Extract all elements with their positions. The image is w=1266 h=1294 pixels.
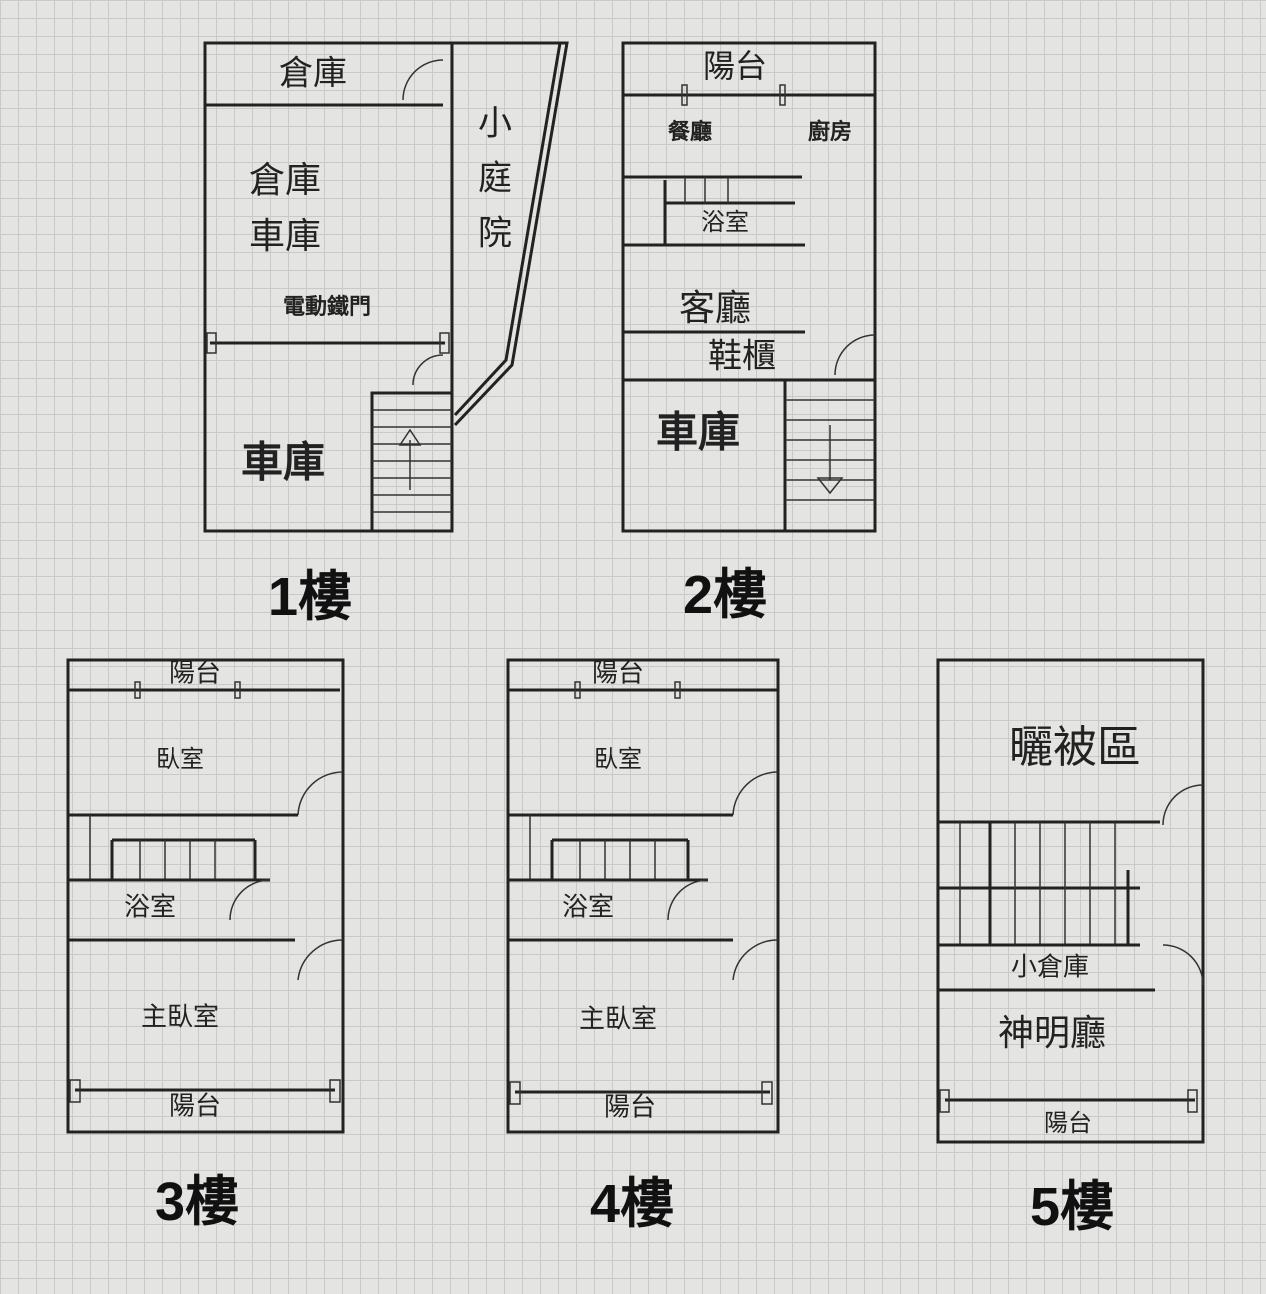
room-label: 小: [478, 104, 512, 144]
room-label: 臥室: [156, 745, 204, 773]
room-label: 小倉庫: [1011, 953, 1089, 983]
room-label: 陽台: [604, 1093, 656, 1123]
room-label: 院: [478, 214, 512, 254]
room-label: 廚房: [808, 119, 852, 145]
floor-label: 3樓: [155, 1172, 239, 1232]
floor-1-plan: 倉庫 倉庫 車庫 電動鐵門 車庫 小 庭 院 1樓: [203, 41, 569, 627]
room-label: 陽台: [592, 659, 644, 689]
room-label: 電動鐵門: [283, 295, 371, 320]
room-label: 陽台: [169, 1092, 221, 1122]
room-label: 餐廳: [668, 119, 712, 145]
room-label: 車庫: [249, 216, 321, 257]
room-label: 浴室: [124, 893, 176, 923]
room-label: 車庫: [241, 438, 325, 487]
floor-4-plan: 陽台 臥室 浴室 主臥室 陽台 4樓: [506, 658, 780, 1234]
stair-down-arrow-icon: [816, 425, 844, 495]
room-label: 庭: [478, 159, 512, 199]
room-label: 神明廳: [998, 1013, 1106, 1054]
floor-label: 4樓: [590, 1174, 674, 1234]
room-label: 陽台: [1044, 1109, 1092, 1137]
floor-2-plan: 陽台 餐廳 廚房 浴室 客廳 鞋櫃 車庫 2樓: [621, 41, 877, 625]
stair-up-arrow-icon: [398, 428, 422, 490]
room-label: 鞋櫃: [708, 337, 776, 377]
room-label: 客廳: [679, 288, 751, 329]
room-label: 主臥室: [579, 1005, 657, 1035]
room-label: 陽台: [703, 47, 767, 85]
room-label: 臥室: [594, 745, 642, 773]
room-label: 車庫: [656, 408, 740, 457]
room-label: 浴室: [701, 208, 749, 236]
floor-label: 1樓: [268, 567, 352, 627]
room-label: 倉庫: [279, 54, 347, 94]
room-label: 主臥室: [141, 1003, 219, 1033]
floor-5-plan: 曬被區 小倉庫 神明廳 陽台 5樓: [936, 658, 1205, 1237]
floor-label: 2樓: [683, 565, 767, 625]
room-label: 曬被區: [1009, 722, 1141, 773]
room-label: 陽台: [169, 659, 221, 689]
floor-3-plan: 陽台 臥室 浴室 主臥室 陽台 3樓: [66, 658, 345, 1232]
room-label: 倉庫: [249, 160, 321, 201]
room-label: 浴室: [562, 893, 614, 923]
floor-label: 5樓: [1030, 1177, 1114, 1237]
